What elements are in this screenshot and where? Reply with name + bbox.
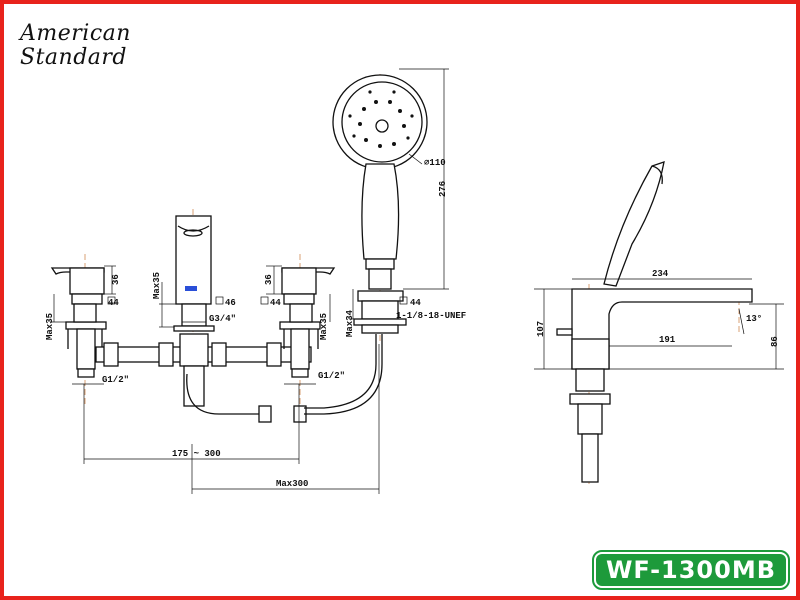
right-handle-max-depth: Max35 [319, 313, 329, 340]
bottom-dimensions [83, 344, 380, 494]
brand-mark [185, 286, 197, 291]
right-handle [266, 254, 336, 404]
shower-thread: 1-1/8-18-UNEF [396, 311, 466, 321]
right-handle-height: 36 [264, 274, 274, 285]
max-hose-length: Max300 [276, 479, 308, 489]
spout-square: 46 [225, 298, 236, 308]
brand-line2: Standard [20, 45, 127, 70]
brand-line1: American [20, 21, 131, 46]
side-length: 234 [652, 269, 669, 279]
left-handle-thread: G1/2" [102, 375, 129, 385]
spout-max-depth: Max35 [152, 272, 162, 299]
left-handle [50, 254, 116, 404]
shower-height: 276 [438, 181, 448, 197]
shower-diameter: ∅110 [424, 158, 446, 168]
hose-right [304, 334, 383, 415]
side-view [534, 161, 784, 484]
left-handle-square: 44 [108, 298, 119, 308]
right-handle-square: 44 [270, 298, 281, 308]
model-badge: WF-1300MB [591, 550, 791, 590]
technical-drawing: 36 44 Max35 G1/2" Max35 [45, 68, 784, 494]
spout [159, 209, 215, 407]
spout-angle: 13° [746, 314, 762, 324]
handle-spacing: 175 ~ 300 [172, 449, 221, 459]
spout-thread: G3/4" [209, 314, 236, 324]
shower-square: 44 [410, 298, 421, 308]
left-handle-max-depth: Max35 [45, 313, 55, 340]
side-height: 107 [536, 321, 546, 337]
shower-max-depth: Max34 [345, 309, 355, 337]
left-handle-height: 36 [111, 274, 121, 285]
right-handle-thread: G1/2" [318, 371, 345, 381]
side-reach: 191 [659, 335, 676, 345]
side-spout-height: 86 [770, 336, 780, 347]
hand-shower [332, 68, 449, 344]
brand-logo: American Standard [20, 22, 131, 70]
hose-left [186, 373, 266, 415]
